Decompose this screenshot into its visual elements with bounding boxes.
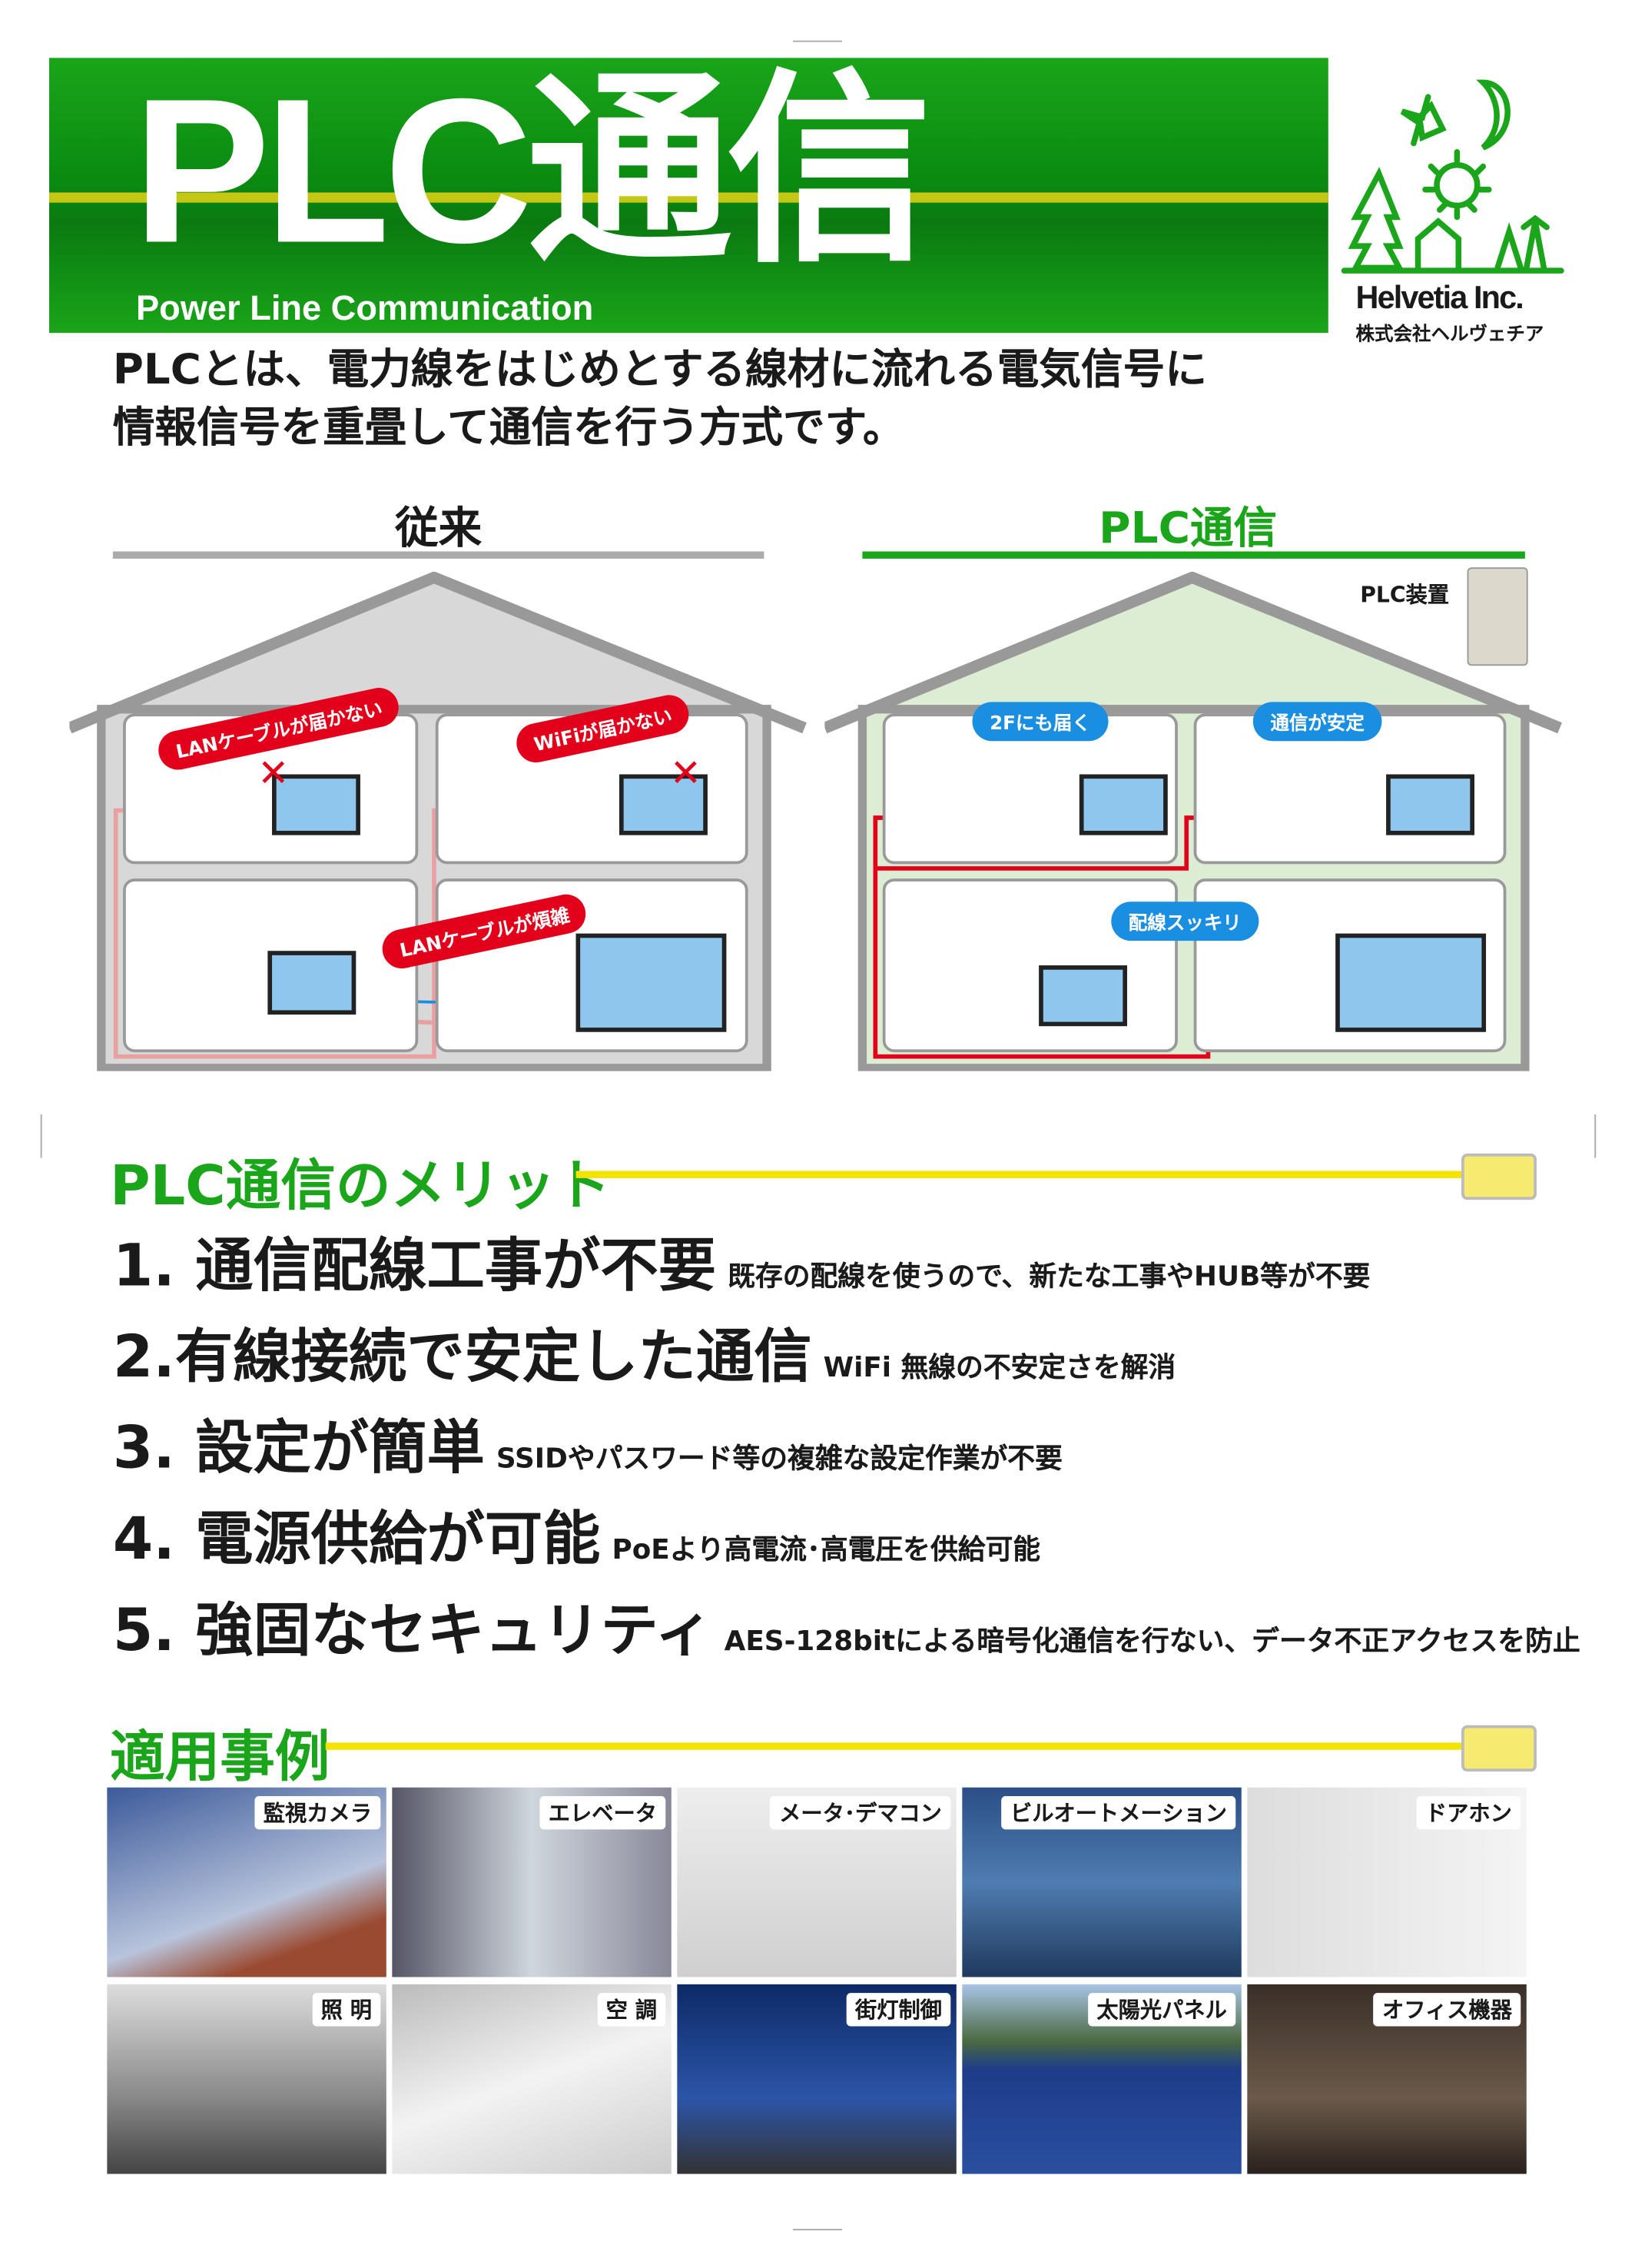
tv-icon xyxy=(575,933,727,1032)
company-logo: Helvetia Inc. 株式会社ヘルヴェチア xyxy=(1338,65,1570,346)
case-label: 太陽光パネル xyxy=(1088,1993,1236,2027)
logo-jp-name: 株式会社ヘルヴェチア xyxy=(1355,324,1544,347)
desktop-pc-icon xyxy=(267,951,357,1015)
case-label: 空 調 xyxy=(597,1993,666,2027)
title-banner: PLC通信 Power Line Communication xyxy=(49,58,1328,334)
intro-line: 情報信号を重畳して通信を行う方式です。 xyxy=(112,402,905,452)
case-photo-lighting: 照 明 xyxy=(107,1984,386,2174)
case-photo-streetlight: 街灯制御 xyxy=(677,1984,957,2174)
case-label: ビルオートメーション xyxy=(1001,1796,1236,1830)
intro-line: PLCとは、電力線をはじめとする線材に流れる電気信号に xyxy=(112,344,1207,394)
merit-desc: PoEより高電流･高電圧を供給可能 xyxy=(612,1534,1041,1566)
laptop-icon xyxy=(1079,774,1168,835)
merit-desc: 既存の配線を使うので、新たな工事やHUB等が不要 xyxy=(728,1260,1371,1293)
merit-item: 4. 電源供給が可能 PoEより高電流･高電圧を供給可能 xyxy=(113,1493,1040,1576)
logo-name: Helvetia Inc. xyxy=(1355,279,1524,316)
case-label: オフィス機器 xyxy=(1373,1993,1521,2027)
crop-mark xyxy=(792,40,843,42)
plug-icon xyxy=(1461,1725,1537,1772)
case-label: 監視カメラ xyxy=(254,1796,381,1830)
cases-heading: 適用事例 xyxy=(110,1725,330,1789)
case-photo-elevator: エレベータ xyxy=(392,1787,672,1977)
conventional-heading: 従来 xyxy=(395,503,483,555)
case-photo-office: オフィス機器 xyxy=(1247,1984,1527,2174)
merit-item: 5. 強固なセキュリティ AES-128bitによる暗号化通信を行ない、データ不正… xyxy=(113,1583,1580,1667)
tv-icon xyxy=(1335,933,1487,1032)
merits-heading: PLC通信のメリット xyxy=(110,1153,611,1217)
merit-title: 4. 電源供給が可能 xyxy=(112,1506,601,1574)
no-connection-icon: ✕ xyxy=(669,752,701,796)
case-label: 街灯制御 xyxy=(846,1993,951,2027)
plc-device-label: PLC装置 xyxy=(1360,582,1450,608)
page-title: PLC通信 xyxy=(133,58,932,287)
laptop-icon xyxy=(272,774,360,835)
case-photo-aircon: 空 調 xyxy=(392,1984,672,2174)
case-label: メータ･デマコン xyxy=(770,1796,951,1830)
page-subtitle: Power Line Communication xyxy=(136,289,594,329)
conventional-house-diagram: ✕ ✕ LANケーブルが届かない WiFiが届かない LANケーブルが煩雑 xyxy=(69,571,807,1078)
merit-item: 3. 設定が簡単 SSIDやパスワード等の複雑な設定作業が不要 xyxy=(113,1401,1063,1485)
merit-title: 2.有線接続で安定した通信 xyxy=(112,1324,812,1391)
case-label: エレベータ xyxy=(539,1796,666,1830)
merit-item: 1. 通信配線工事が不要既存の配線を使うので、新たな工事やHUB等が不要 xyxy=(113,1219,1371,1303)
banner-stripe xyxy=(49,192,1328,203)
laptop-icon xyxy=(1386,774,1474,835)
badge-stable: 通信が安定 xyxy=(1252,702,1382,742)
merit-desc: WiFi 無線の不安定さを解消 xyxy=(823,1351,1176,1384)
badge-reaches-2f: 2Fにも届く xyxy=(972,702,1109,742)
divider xyxy=(112,551,764,559)
heading-line xyxy=(575,1171,1462,1178)
plc-heading: PLC通信 xyxy=(1099,503,1278,555)
case-label: ドアホン xyxy=(1416,1796,1521,1830)
no-connection-icon: ✕ xyxy=(257,752,290,796)
case-photo-solar: 太陽光パネル xyxy=(962,1984,1242,2174)
merit-desc: SSIDやパスワード等の複雑な設定作業が不要 xyxy=(496,1443,1063,1475)
case-label: 照 明 xyxy=(312,1993,381,2027)
badge-tidy-wiring: 配線スッキリ xyxy=(1111,902,1259,941)
merit-title: 1. 通信配線工事が不要 xyxy=(112,1233,717,1300)
plc-house-diagram: 2Fにも届く 通信が安定 配線スッキリ xyxy=(824,571,1562,1078)
laptop-icon xyxy=(619,774,708,835)
logo-drawing-icon xyxy=(1341,79,1564,274)
crop-mark xyxy=(40,1114,42,1158)
heading-line xyxy=(325,1742,1462,1750)
merit-title: 3. 設定が簡単 xyxy=(112,1415,485,1483)
case-photo-camera: 監視カメラ xyxy=(107,1787,386,1977)
crop-mark xyxy=(792,2229,843,2231)
intro-text: PLCとは、電力線をはじめとする線材に流れる電気信号に 情報信号を重畳して通信を… xyxy=(113,340,1207,457)
crop-mark xyxy=(1594,1114,1597,1158)
plug-icon xyxy=(1461,1153,1537,1200)
plc-device-icon xyxy=(1467,567,1528,666)
case-photo-meter: メータ･デマコン xyxy=(677,1787,957,1977)
case-photo-doorphone: ドアホン xyxy=(1247,1787,1527,1977)
merit-item: 2.有線接続で安定した通信 WiFi 無線の不安定さを解消 xyxy=(113,1310,1176,1393)
divider xyxy=(862,551,1525,559)
desktop-pc-icon xyxy=(1039,965,1128,1027)
merit-desc: AES-128bitによる暗号化通信を行ない、データ不正アクセスを防止 xyxy=(724,1625,1580,1658)
merit-title: 5. 強固なセキュリティ xyxy=(112,1598,713,1665)
case-photo-building: ビルオートメーション xyxy=(962,1787,1242,1977)
